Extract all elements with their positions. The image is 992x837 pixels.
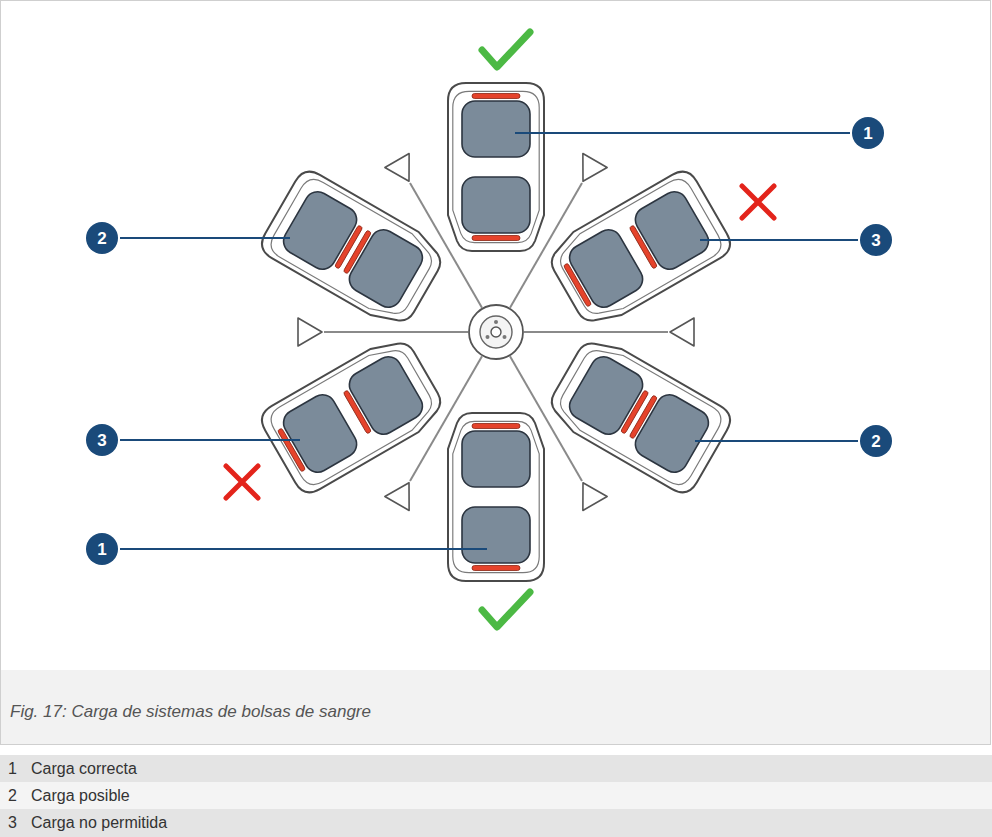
bucket-inner [266, 339, 440, 489]
callout-number: 2 [871, 433, 880, 450]
callout-circle: 3 [86, 424, 118, 456]
bucket [448, 413, 544, 581]
hub-center [491, 327, 501, 337]
bag-stripe [343, 390, 371, 434]
callout-number: 3 [871, 232, 880, 249]
leader-lines [120, 133, 858, 549]
hub-ring [469, 305, 523, 359]
bag-stripe [472, 236, 520, 241]
rotor-hub [469, 305, 523, 359]
callout-number: 1 [97, 541, 106, 558]
callout-number: 1 [863, 125, 872, 142]
cross-mark [226, 466, 258, 498]
rotor-arm [298, 318, 468, 346]
key-text: Carga correcta [31, 759, 137, 778]
arm-wedge [298, 318, 322, 346]
blood-bag [631, 187, 713, 274]
key-text: Carga posible [31, 786, 130, 805]
bucket-inner [552, 339, 726, 489]
bag-stripe [472, 566, 520, 571]
leader-line [700, 239, 858, 241]
bag-stripe [629, 225, 657, 269]
key-row [0, 809, 992, 837]
bucket-outline [542, 331, 735, 498]
bucket-outline [256, 166, 449, 333]
bucket-inner [552, 174, 726, 324]
callout-circle: 1 [86, 533, 118, 565]
bucket-outline [448, 413, 544, 581]
cross-mark [742, 186, 774, 218]
bucket-inner [453, 91, 539, 242]
bucket [256, 166, 449, 333]
check-mark [482, 32, 530, 67]
key-number: 3 [8, 813, 17, 832]
callout-circle: 2 [86, 222, 118, 254]
rotor-arm [524, 318, 694, 346]
arm-wedge [670, 318, 694, 346]
key-row [0, 755, 992, 782]
leader-line [120, 237, 290, 239]
figure-caption: Fig. 17: Carga de sistemas de bolsas de … [10, 702, 371, 722]
bag-stripe [277, 428, 305, 472]
arm-wedge [385, 476, 421, 511]
bucket-outline [256, 331, 449, 498]
status-symbols [226, 32, 774, 627]
leader-line [120, 548, 487, 550]
arm-wedge [385, 154, 421, 189]
arm-wedge [571, 154, 607, 189]
bucket [448, 83, 544, 251]
arm-wedge [571, 476, 607, 511]
callout-number: 2 [97, 230, 106, 247]
callout-circle: 2 [860, 425, 892, 457]
bag-stripe [621, 390, 649, 434]
bucket [542, 331, 735, 498]
hub-screw [494, 320, 498, 324]
bucket-outline [448, 83, 544, 251]
bag-stripe [343, 230, 371, 274]
caption-band [1, 670, 990, 744]
arm-line [324, 331, 468, 333]
bag-stripe [472, 94, 520, 99]
key-number: 2 [8, 786, 17, 805]
hub-inner [480, 316, 512, 348]
bucket-inner [266, 174, 440, 324]
blood-bag [462, 507, 530, 563]
check-mark [482, 592, 530, 627]
callout-number: 3 [97, 432, 106, 449]
key-row [0, 782, 992, 809]
hub-screw [503, 335, 507, 339]
blood-bag [345, 352, 427, 439]
bucket [256, 331, 449, 498]
bucket-outline [542, 166, 735, 333]
leader-line [515, 132, 850, 134]
callout-circle: 3 [860, 224, 892, 256]
callout-circle: 1 [852, 117, 884, 149]
leader-line [695, 440, 858, 442]
bag-stripe [472, 424, 520, 429]
blood-bag [462, 431, 530, 487]
arm-line [524, 331, 668, 333]
blood-bag [462, 101, 530, 157]
leader-line [120, 439, 300, 441]
blood-bag [462, 177, 530, 233]
hub-screw [486, 335, 490, 339]
figure-frame [1, 1, 991, 745]
key-number: 1 [8, 759, 17, 778]
key-text: Carga no permitida [31, 813, 167, 832]
bucket [542, 166, 735, 333]
bag-stripe [563, 263, 591, 307]
